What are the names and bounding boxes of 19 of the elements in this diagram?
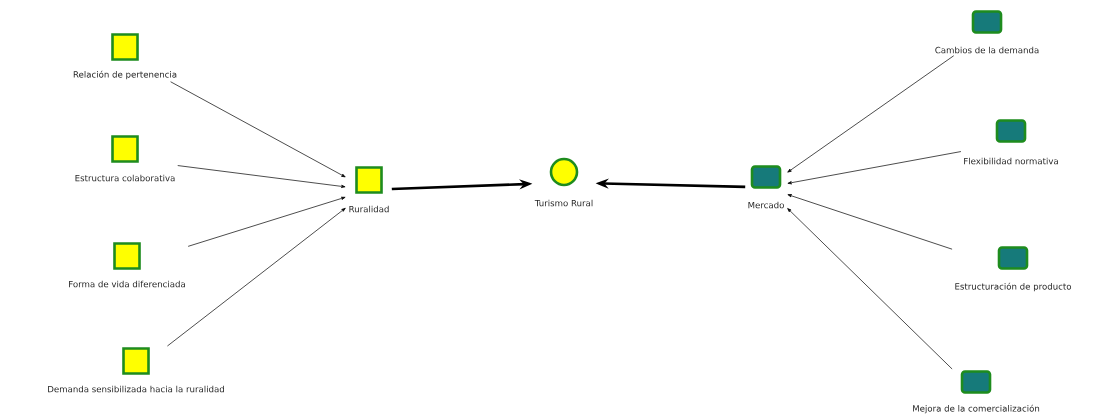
node-label: Estructura colaborativa (75, 174, 175, 182)
node-label: Mercado (748, 201, 784, 209)
node-label: Ruralidad (349, 205, 389, 213)
arrow (787, 55, 955, 173)
arrow (187, 196, 346, 247)
node-label: Forma de vida diferenciada (69, 280, 185, 288)
arrow (177, 165, 346, 188)
node-label: Turismo Rural (534, 199, 593, 207)
node-label: Flexibilidad normativa (964, 157, 1058, 165)
node-label: Demanda sensibilizada hacia la ruralidad (48, 385, 224, 393)
arrow (787, 208, 953, 370)
node-label: Mejora de la comercialización (913, 404, 1040, 414)
arrow (167, 207, 346, 347)
arrow (787, 194, 953, 250)
node-label: Cambios de la demanda (935, 46, 1039, 54)
node-label: Estructuración de producto (955, 282, 1072, 292)
arrow (787, 151, 962, 185)
node-label: Relación de pertenencia (73, 70, 177, 80)
arrow (170, 81, 346, 178)
